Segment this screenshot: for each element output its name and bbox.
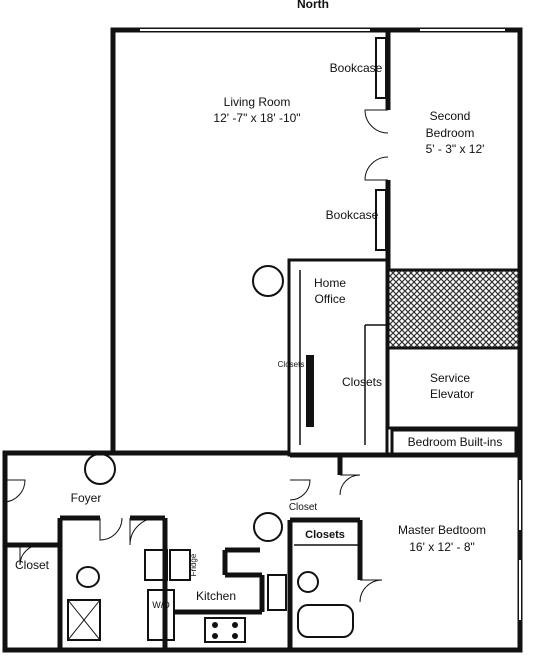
fridge-label: Fridge xyxy=(189,553,198,576)
closet-rod xyxy=(306,355,314,427)
living-room-name: Living Room xyxy=(224,95,291,109)
doors xyxy=(4,109,389,603)
foyer-name: Foyer xyxy=(71,491,102,505)
master-bedroom-dims: 16' x 12' - 8" xyxy=(409,540,475,554)
second-bedroom-dims: 5' - 3" x 12' xyxy=(426,142,485,156)
second-bedroom-name2: Bedroom xyxy=(426,126,475,140)
closet-foyer-label: Closet xyxy=(15,558,50,572)
closets-small-label: Closets xyxy=(278,360,305,369)
second-bedroom-name: Second xyxy=(430,109,471,123)
service-elevator-line1: Service xyxy=(430,371,470,385)
closets-office-label: Closets xyxy=(342,375,382,389)
column xyxy=(252,265,284,297)
washer-dryer-label: W/D xyxy=(152,600,170,610)
north-label: North xyxy=(297,0,329,11)
toilet-icon xyxy=(297,571,319,593)
bookcase-mid-label: Bookcase xyxy=(326,208,379,222)
shower-icon xyxy=(67,599,101,641)
service-elevator-line2: Elevator xyxy=(430,387,474,401)
bookcase-top-label: Bookcase xyxy=(330,61,383,75)
bathtub-icon xyxy=(297,604,354,638)
plumbing-fixtures xyxy=(67,566,354,643)
toilet-icon xyxy=(76,566,100,588)
bookcase-mid xyxy=(375,189,387,251)
living-room-dims: 12' -7" x 18' -10" xyxy=(213,111,300,125)
bookcase-top xyxy=(375,37,387,99)
column xyxy=(84,453,116,485)
interior-walls xyxy=(5,30,522,650)
column xyxy=(253,512,283,542)
home-office-name2: Office xyxy=(314,292,345,306)
stove-icon xyxy=(204,617,246,643)
closets-master-label: Closets xyxy=(305,529,345,541)
hatched-shaft xyxy=(386,268,522,350)
closet-master-small-label: Closet xyxy=(289,502,318,513)
kitchen-name: Kitchen xyxy=(196,589,236,603)
home-office-name: Home xyxy=(314,276,346,290)
master-bedroom-name: Master Bedtoom xyxy=(398,523,486,537)
bedroom-builtins-label: Bedroom Built-ins xyxy=(408,435,503,449)
